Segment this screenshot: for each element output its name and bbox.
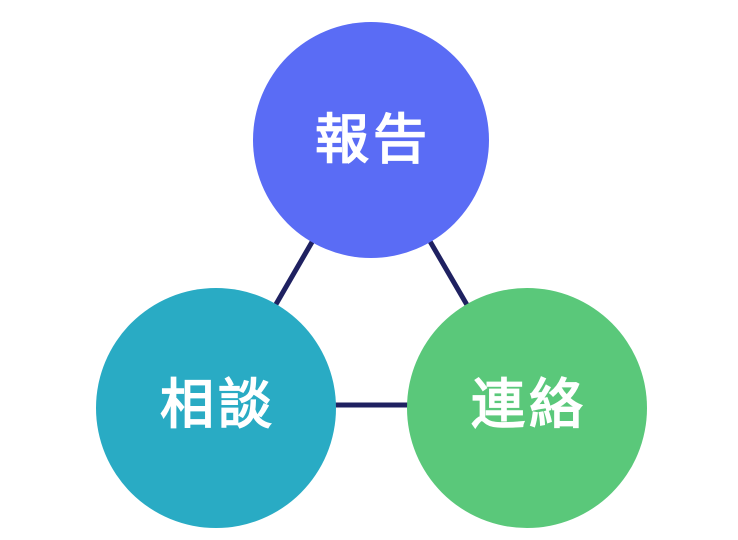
node-hokoku-label: 報告: [315, 110, 431, 170]
node-sodan-label: 相談: [160, 375, 276, 435]
node-renraku-label: 連絡: [471, 375, 587, 435]
node-hokoku-circle: [253, 22, 489, 258]
node-renraku-circle: [407, 288, 647, 528]
node-sodan-circle: [96, 288, 336, 528]
